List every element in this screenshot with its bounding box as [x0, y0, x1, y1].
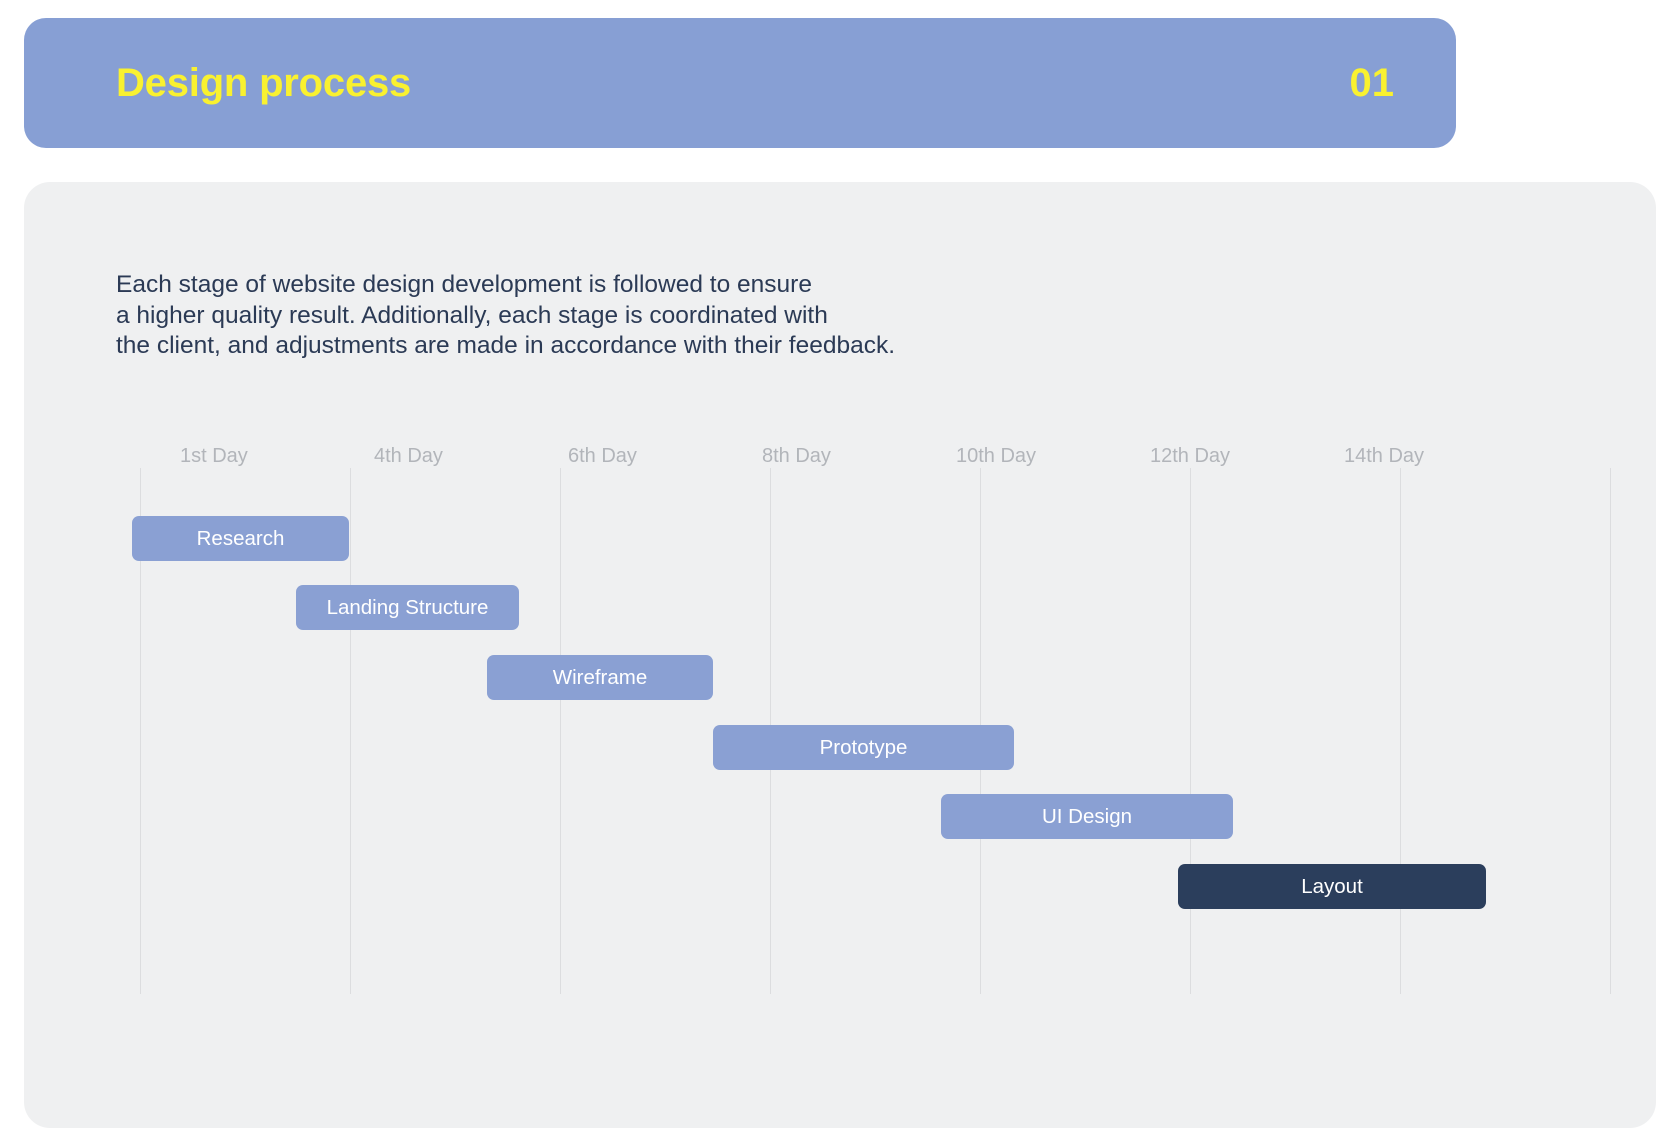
- day-axis-label: 6th Day: [568, 445, 637, 467]
- gantt-bar[interactable]: UI Design: [941, 794, 1233, 839]
- day-axis-label: 1st Day: [180, 445, 248, 467]
- slide-header: Design process 01: [24, 18, 1456, 148]
- day-axis-label: 12th Day: [1150, 445, 1231, 467]
- gantt-gridlines: 1st Day 4th Day 6th Day 8th Day 10th Day 12th…: [108, 444, 1611, 1044]
- gantt-bar[interactable]: Prototype: [713, 725, 1014, 770]
- day-axis-label: 8th Day: [762, 445, 831, 467]
- day-axis-label: 4th Day: [374, 445, 443, 467]
- gantt-chart: 1st Day 4th Day 6th Day 8th Day 10th Day 12th…: [108, 444, 1611, 1044]
- gridline-7: [1400, 468, 1401, 994]
- day-axis-label: 10th Day: [956, 445, 1037, 467]
- gridline-1: [140, 468, 141, 994]
- gridline-3: [560, 468, 561, 994]
- gridline-6: [1190, 468, 1191, 994]
- gantt-bar[interactable]: Research: [132, 516, 349, 561]
- gridline-8: [1610, 468, 1611, 994]
- gantt-bar[interactable]: Landing Structure: [296, 585, 519, 630]
- intro-paragraph: Each stage of website design development…: [116, 271, 895, 359]
- day-axis-label: 14th Day: [1344, 445, 1425, 467]
- slide-number: 01: [1349, 61, 1395, 105]
- content-panel: Each stage of website design development…: [24, 182, 1656, 1128]
- gantt-bar[interactable]: Layout: [1178, 864, 1486, 909]
- gantt-bar[interactable]: Wireframe: [487, 655, 713, 700]
- page-title: Design process: [116, 61, 412, 105]
- gridline-2: [350, 468, 351, 994]
